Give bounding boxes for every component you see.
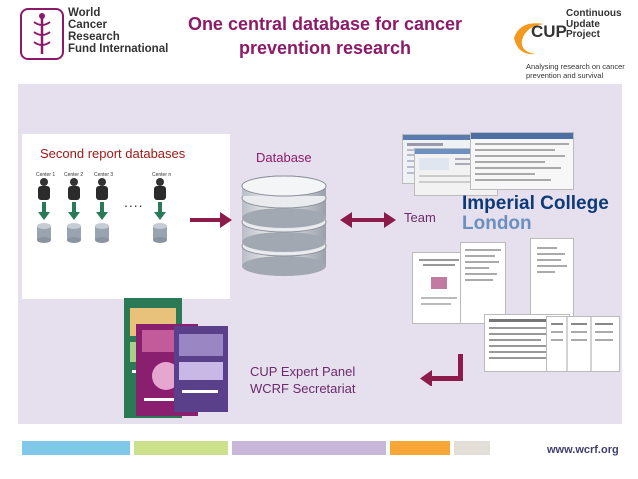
- footer-bar-green: [134, 441, 228, 455]
- cup-name: Continuous Update Project: [566, 8, 622, 41]
- page-title-line2: prevention research: [238, 38, 412, 58]
- center-label: Center n: [152, 172, 172, 178]
- wcrf-name: World Cancer Research Fund International: [68, 7, 168, 55]
- center-2-person-icon: [68, 178, 80, 200]
- table-image-icon: [551, 317, 613, 371]
- center-label: Center 3: [94, 172, 114, 178]
- page-title: One central database for cancer preventi…: [130, 12, 520, 60]
- return-arrow-icon: [420, 354, 463, 386]
- center-n-person-icon: [154, 178, 166, 200]
- imperial-college-logo: Imperial College London: [462, 194, 609, 234]
- table-image-icon: [489, 319, 565, 359]
- center-3-person-icon: [96, 178, 108, 200]
- centers-diagram: [37, 178, 167, 243]
- document-image-icon: [419, 259, 459, 305]
- wcrf-name-line4: Fund International: [68, 43, 169, 55]
- page-title-line1: One central database for cancer: [187, 14, 463, 34]
- screenshot-image-icon: [471, 133, 573, 181]
- down-arrows: [38, 202, 166, 220]
- team-label: Team: [404, 210, 436, 225]
- wcrf-emblem-icon: [20, 8, 64, 60]
- cup-name-line3: Project: [566, 29, 600, 40]
- imperial-line2: London: [462, 213, 532, 234]
- arrow-right-icon: [190, 212, 232, 228]
- center-1-person-icon: [38, 178, 50, 200]
- central-database-icon: [241, 175, 327, 276]
- footer-url: www.wcrf.org: [547, 444, 619, 456]
- second-report-title: Second report databases: [40, 146, 186, 161]
- software-screenshot: [470, 132, 574, 190]
- center-label: Center 2: [64, 172, 84, 178]
- double-arrow-icon: [340, 212, 396, 228]
- report-document: [412, 252, 466, 324]
- report-book-cover: [174, 326, 228, 412]
- footer-bar-orange: [390, 441, 450, 455]
- footer-bar-purple: [232, 441, 386, 455]
- small-database-icons: [37, 223, 167, 243]
- footer-bar-grey: [454, 441, 490, 455]
- wcrf-name-line2: Cancer: [68, 19, 107, 31]
- cup-wordmark: CUP: [531, 22, 567, 41]
- wcrf-logo: [20, 8, 64, 60]
- wcrf-name-line1: World: [68, 7, 101, 19]
- cup-name-line1: Continuous: [566, 8, 622, 19]
- cup-tagline: Analysing research on cancer prevention …: [526, 62, 625, 80]
- database-label: Database: [256, 150, 312, 165]
- book-cover-image-icon: [174, 326, 228, 412]
- footer-bar-blue: [22, 441, 130, 455]
- imperial-line1: Imperial College: [462, 193, 609, 214]
- center-label: Center 1: [36, 172, 56, 178]
- expert-panel-label: CUP Expert Panel: [250, 364, 356, 379]
- report-document: [460, 242, 506, 324]
- secretariat-label: WCRF Secretariat: [250, 381, 356, 396]
- document-image-icon: [465, 249, 501, 281]
- ellipsis: ....: [124, 194, 144, 210]
- second-report-card: [22, 134, 230, 299]
- report-document: [530, 238, 574, 318]
- cup-name-line2: Update: [566, 18, 600, 30]
- cup-logo-swoosh-icon: [510, 18, 566, 58]
- document-image-icon: [537, 247, 567, 273]
- wcrf-name-line3: Research: [68, 31, 120, 43]
- table-document: [546, 316, 620, 372]
